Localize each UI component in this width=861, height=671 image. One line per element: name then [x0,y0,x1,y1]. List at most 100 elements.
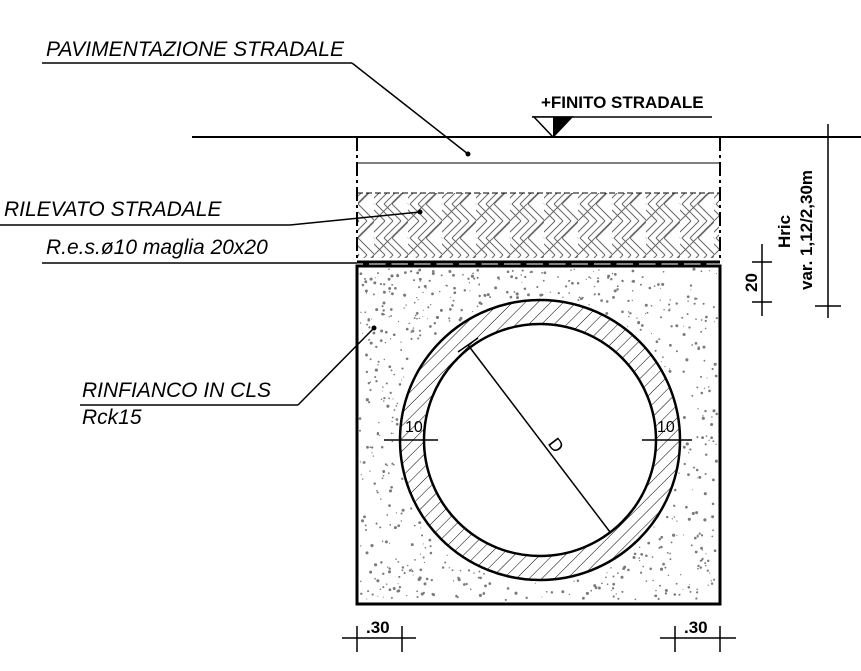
concrete-speckle [568,593,571,595]
diameter-dimension-line [467,344,611,533]
concrete-speckle [448,317,451,320]
concrete-speckle [418,576,422,580]
concrete-speckle [469,588,472,591]
concrete-speckle [412,327,415,329]
concrete-speckle [697,346,700,349]
concrete-speckle [365,370,369,374]
concrete-speckle [651,556,654,558]
concrete-speckle [578,296,581,299]
concrete-speckle [420,534,424,537]
pavimentazione-leader-dot [465,151,471,157]
concrete-speckle [478,593,482,597]
concrete-speckle [675,350,678,353]
concrete-speckle [486,293,490,297]
concrete-speckle [413,524,416,527]
concrete-speckle [704,319,707,323]
concrete-speckle [428,279,431,282]
concrete-speckle [610,567,612,569]
concrete-speckle [509,295,513,299]
concrete-speckle [715,317,718,320]
concrete-speckle [627,299,630,303]
concrete-speckle [654,349,657,352]
concrete-speckle [376,579,380,583]
concrete-speckle [388,365,392,369]
concrete-speckle [432,270,435,273]
concrete-speckle [374,368,378,372]
concrete-speckle [360,519,365,523]
concrete-speckle [417,337,420,340]
concrete-speckle [593,285,596,288]
concrete-speckle [488,582,492,585]
concrete-speckle [383,396,386,400]
concrete-speckle [365,398,369,402]
concrete-speckle [711,478,715,482]
concrete-speckle [371,318,373,320]
concrete-speckle [419,553,422,555]
concrete-speckle [639,328,642,331]
concrete-speckle [711,515,715,519]
concrete-speckle [489,296,492,299]
concrete-speckle [379,526,382,529]
concrete-speckle [369,388,372,392]
concrete-speckle [541,596,543,598]
concrete-speckle [468,282,470,284]
concrete-speckle [642,565,644,568]
concrete-speckle [386,514,389,516]
concrete-speckle [686,295,690,299]
concrete-speckle [631,289,634,292]
concrete-speckle [576,579,580,583]
concrete-speckle [431,292,434,296]
concrete-speckle [585,278,587,280]
concrete-speckle [422,556,425,559]
concrete-speckle [472,311,474,313]
concrete-speckle [610,277,613,281]
concrete-speckle [387,570,392,574]
concrete-speckle [416,271,420,275]
diameter-tick-top [457,337,479,353]
concrete-speckle [376,491,379,494]
concrete-speckle [627,326,629,328]
concrete-speckle [394,286,397,290]
concrete-speckle [424,546,427,549]
concrete-speckle [380,498,382,500]
concrete-speckle [529,271,532,274]
concrete-speckle [713,549,717,553]
concrete-speckle [428,538,432,542]
concrete-speckle [451,304,454,307]
concrete-speckle [473,277,476,280]
concrete-speckle [561,590,565,594]
concrete-speckle [640,324,644,327]
concrete-speckle [416,296,418,299]
concrete-speckle [418,277,422,281]
concrete-speckle [410,507,413,510]
concrete-speckle [645,554,648,557]
concrete-speckle [383,283,386,286]
concrete-speckle [379,588,382,591]
concrete-speckle [396,274,400,278]
hric-label: Hric [775,215,794,248]
concrete-speckle [701,436,705,440]
concrete-speckle [696,477,698,479]
concrete-speckle [685,505,688,509]
concrete-speckle [473,572,475,574]
concrete-speckle [607,276,610,279]
concrete-speckle [708,389,711,393]
concrete-speckle [682,332,686,337]
concrete-speckle [459,569,462,572]
concrete-speckle [395,418,399,421]
concrete-speckle [700,546,703,550]
concrete-speckle [687,586,691,589]
concrete-speckle [395,512,398,514]
concrete-speckle [456,594,458,597]
concrete-speckle [617,597,620,600]
concrete-speckle [711,535,714,538]
concrete-speckle [683,462,686,466]
concrete-speckle [568,292,570,294]
concrete-speckle [712,529,714,532]
concrete-speckle [697,408,699,410]
concrete-speckle [675,324,679,328]
concrete-speckle [638,321,641,323]
concrete-speckle [691,394,694,397]
concrete-speckle [359,461,362,463]
concrete-speckle [393,373,396,376]
